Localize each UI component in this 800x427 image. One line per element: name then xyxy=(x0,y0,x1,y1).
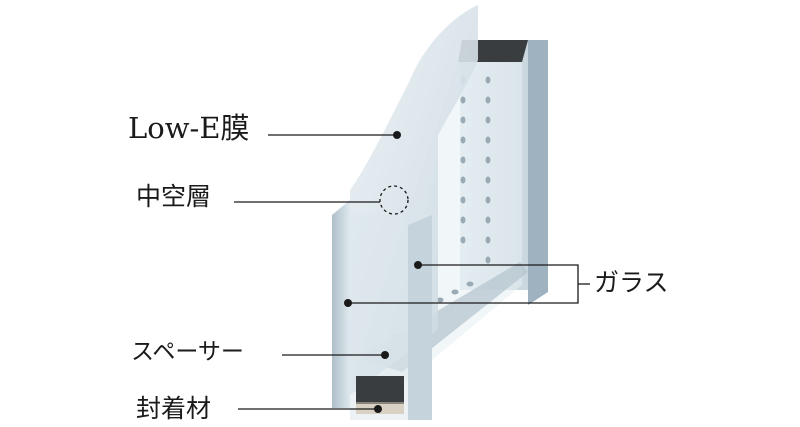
spacer-label: スペーサー xyxy=(131,339,244,365)
bottom-spacer xyxy=(356,376,404,402)
front-glass-pane xyxy=(332,5,478,420)
sealant-label: 封着材 xyxy=(136,394,212,423)
leader-lines xyxy=(234,134,590,410)
hollow-layer-marker xyxy=(379,185,409,215)
glass-label: ガラス xyxy=(594,268,669,297)
marker-dots xyxy=(344,131,422,413)
hollow-layer-label: 中空層 xyxy=(136,182,212,211)
low-e-label: Low-E膜 xyxy=(128,111,250,145)
